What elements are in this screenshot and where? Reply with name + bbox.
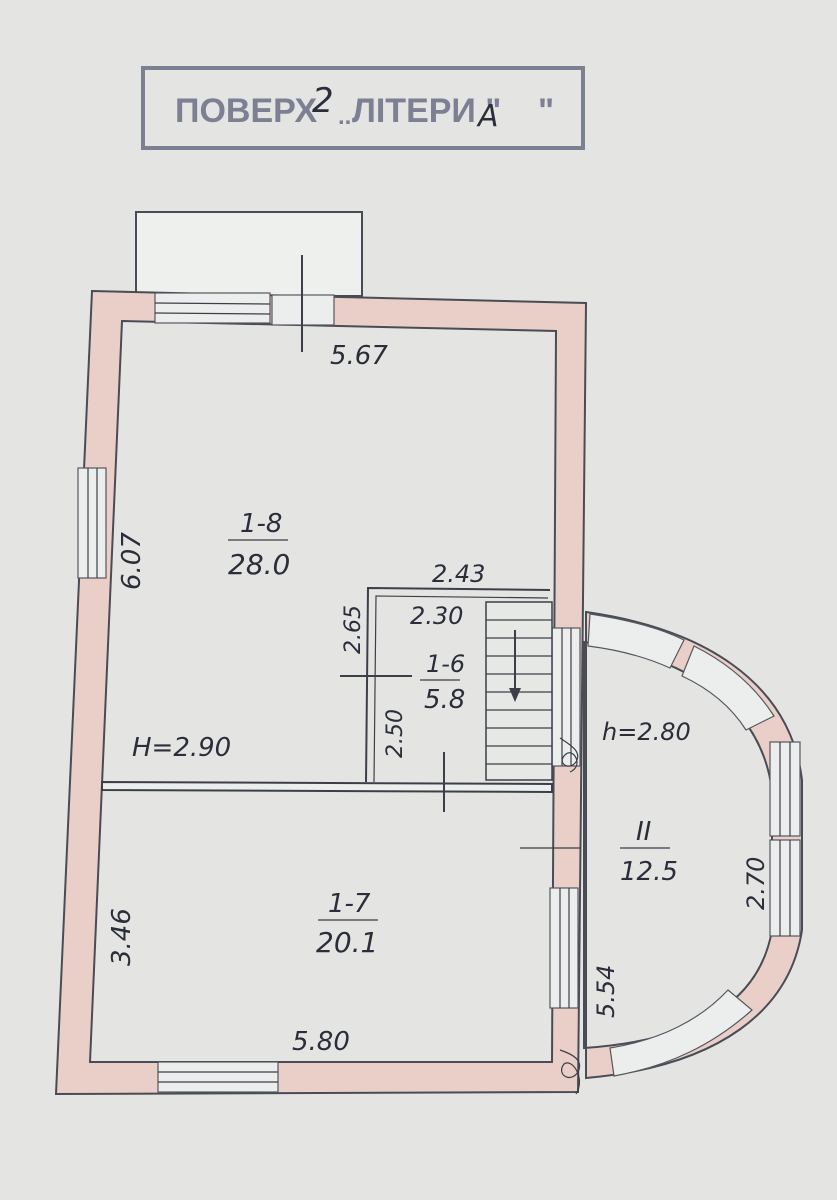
dim-bay-side: 2.70 xyxy=(742,857,770,910)
door-swing-bay xyxy=(559,737,579,773)
room-area: 28.0 xyxy=(228,548,290,581)
room-area: 12.5 xyxy=(620,857,678,887)
room-area: 20.1 xyxy=(316,926,378,959)
stamp-frame xyxy=(141,66,585,150)
floor-stamp: ПОВЕРХ 2 .. ЛІТЕРИ " А " xyxy=(141,66,585,150)
room-1-7-label: 1-7 20.1 xyxy=(316,889,378,959)
bay-window-1 xyxy=(587,613,685,669)
dim-top-length: 5.67 xyxy=(330,341,388,371)
room-number: 1-7 xyxy=(328,889,371,919)
dim-bay-inner: 5.54 xyxy=(592,965,620,1018)
room-II-label: II 12.5 xyxy=(620,817,678,887)
window-bottom xyxy=(157,1061,279,1093)
stamp-dots: .. xyxy=(338,103,351,130)
bay-window-2 xyxy=(681,645,775,731)
outer-wall xyxy=(54,289,588,1096)
dim-left-upper: 6.07 xyxy=(117,532,147,590)
dim-left-lower: 3.46 xyxy=(107,908,137,966)
staircase xyxy=(485,601,553,781)
dim-stair-side-inner: 2.50 xyxy=(383,709,408,758)
room-area: 5.8 xyxy=(424,685,465,715)
stamp-label: ПОВЕРХ xyxy=(175,92,317,130)
entrance-canopy xyxy=(135,211,363,297)
window-right-upper xyxy=(551,627,581,767)
window-right-lower xyxy=(549,887,579,1009)
stair-arrow-head xyxy=(509,688,521,702)
stamp-letter-suffix: " xyxy=(538,92,554,130)
stamp-letter: А xyxy=(476,99,499,134)
room-number: 1-8 xyxy=(240,509,282,539)
window-left xyxy=(77,467,107,579)
bay-window-5 xyxy=(609,989,753,1077)
room-1-6-label: 1-6 5.8 xyxy=(420,650,465,715)
dim-height-bay: h=2.80 xyxy=(602,718,691,746)
stamp-floor-number: 2 xyxy=(312,81,334,121)
dim-stair-inner: 2.30 xyxy=(410,602,463,630)
window-top xyxy=(154,292,271,324)
dim-bottom-length: 5.80 xyxy=(292,1027,350,1057)
room-number: II xyxy=(636,817,651,847)
dim-height-main: H=2.90 xyxy=(132,733,231,763)
dim-stair-side: 2.65 xyxy=(341,605,366,654)
bay-window-4 xyxy=(769,839,801,937)
bay-window-3 xyxy=(769,741,801,837)
stair-room-wall xyxy=(365,586,551,783)
room-1-8-label: 1-8 28.0 xyxy=(228,509,290,581)
room-number: 1-6 xyxy=(426,650,465,678)
dim-stair-outer: 2.43 xyxy=(432,560,485,588)
door-swing-bottom xyxy=(559,1049,581,1095)
interior-partition xyxy=(101,780,553,794)
stamp-letter-prefix: ЛІТЕРИ " xyxy=(352,92,501,130)
